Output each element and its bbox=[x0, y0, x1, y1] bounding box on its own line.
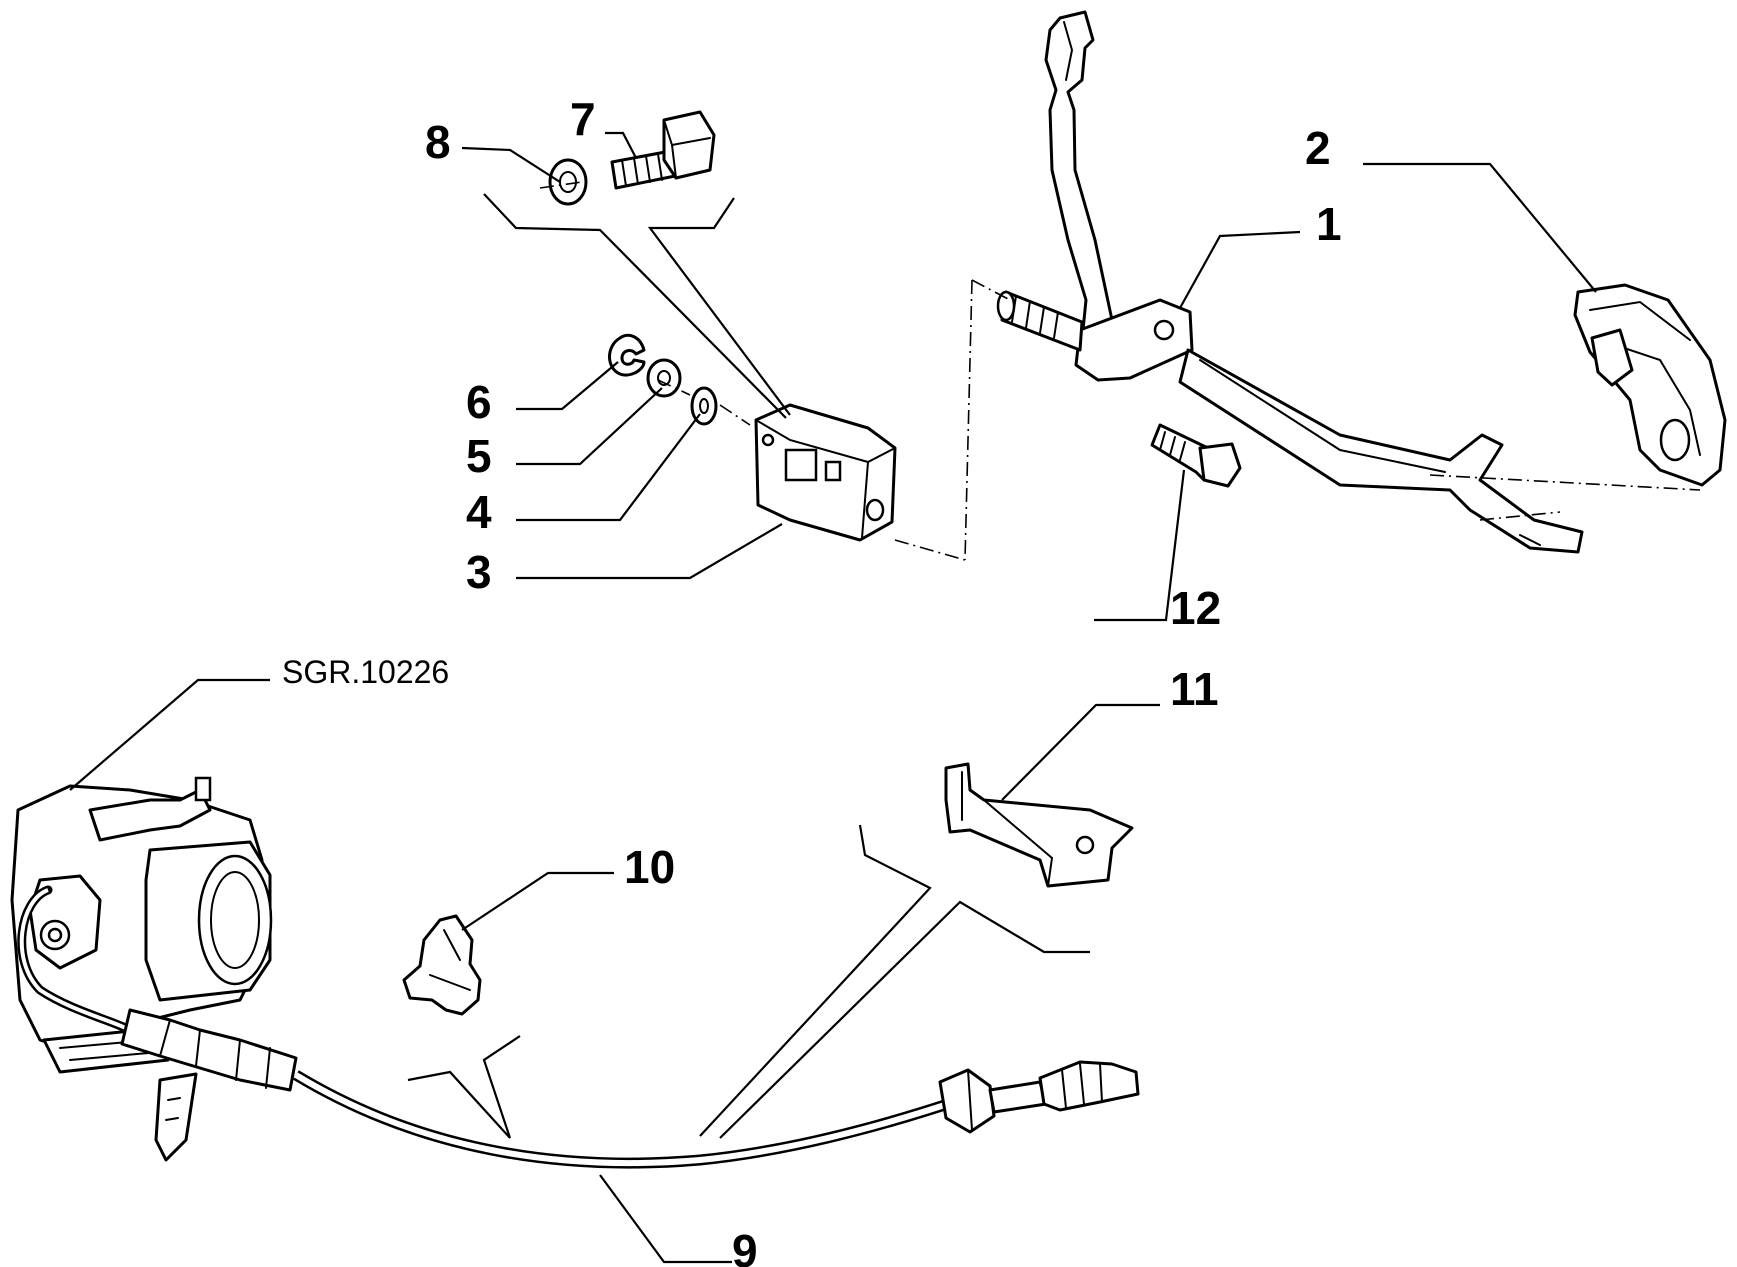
washer-5 bbox=[646, 358, 682, 398]
callout-1: 1 bbox=[1316, 198, 1342, 250]
phantom-lines bbox=[539, 181, 1701, 561]
callout-labels: 1 2 3 4 5 6 7 8 9 10 11 12 SGR.10226 bbox=[282, 93, 1342, 1267]
callout-10: 10 bbox=[624, 841, 675, 893]
callout-6: 6 bbox=[466, 376, 492, 428]
bracket-3 bbox=[754, 403, 897, 542]
callout-3: 3 bbox=[466, 546, 492, 598]
leader-lines bbox=[69, 131, 1597, 1264]
pedal-lever bbox=[996, 10, 1584, 554]
callout-5: 5 bbox=[466, 430, 492, 482]
pedal-pad bbox=[1573, 283, 1727, 487]
callout-4: 4 bbox=[466, 486, 492, 538]
throttle-cable-9 bbox=[17, 885, 1140, 1169]
throttle-body bbox=[10, 776, 273, 1162]
callout-12: 12 bbox=[1170, 582, 1221, 634]
reference-code: SGR.10226 bbox=[282, 654, 449, 690]
callout-2: 2 bbox=[1305, 122, 1331, 174]
nut-8 bbox=[548, 158, 588, 206]
callout-7: 7 bbox=[570, 93, 596, 145]
callout-9: 9 bbox=[732, 1225, 758, 1267]
callout-8: 8 bbox=[425, 116, 451, 168]
callout-11: 11 bbox=[1170, 663, 1219, 715]
bracket-11 bbox=[944, 762, 1134, 888]
clip-6 bbox=[608, 333, 646, 377]
clip-10 bbox=[402, 914, 482, 1016]
bolt-7 bbox=[610, 110, 716, 190]
bolt-12 bbox=[1150, 423, 1242, 488]
